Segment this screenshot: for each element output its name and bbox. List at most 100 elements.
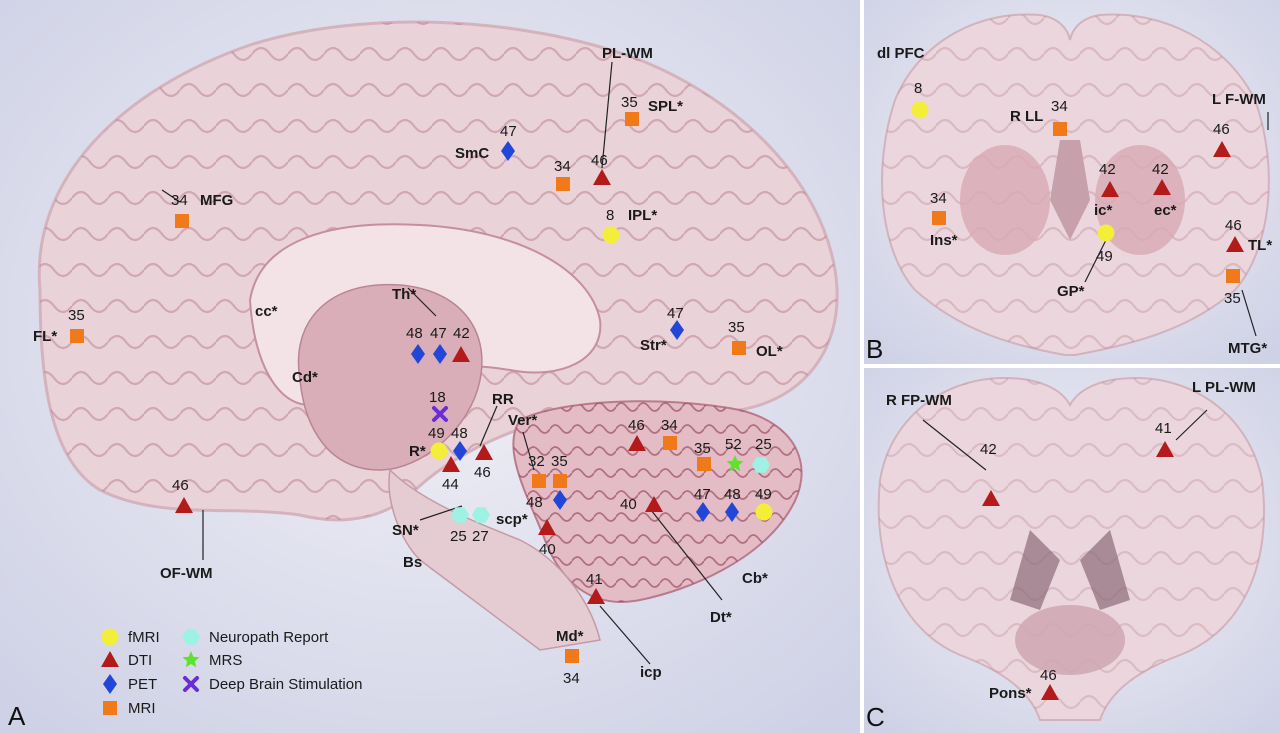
legend-dbs-icon <box>183 676 199 692</box>
num-b-lfwm: 46 <box>1213 121 1230 138</box>
legend-dti-label: DTI <box>128 652 152 669</box>
label-smc: SmC <box>455 145 489 162</box>
label-mfg: MFG <box>200 192 233 209</box>
label-ver: Ver* <box>508 412 537 429</box>
label-str: Str* <box>640 337 667 354</box>
label-l-f-wm: L F-WM <box>1212 91 1266 108</box>
marker-b-mtg-mri <box>1226 269 1240 283</box>
num-a-r-fmri: 49 <box>428 425 445 442</box>
marker-b-dlpfc-fmri <box>911 101 929 119</box>
marker-b-ins-mri <box>932 211 946 225</box>
marker-a-smc-pet <box>501 141 515 161</box>
legend-mri-label: MRI <box>128 700 156 717</box>
num-a-pl-mri: 34 <box>554 158 571 175</box>
label-pl-wm: PL-WM <box>602 45 653 62</box>
num-a-dbs: 18 <box>429 389 446 406</box>
label-dl-pfc: dl PFC <box>877 45 925 62</box>
panel-letter-a: A <box>8 701 26 731</box>
marker-b-rll-mri <box>1053 122 1067 136</box>
legend-mrs-label: MRS <box>209 652 242 669</box>
label-tl: TL* <box>1248 237 1272 254</box>
panel-b-labels: dl PFC R LL L F-WM ic* ec* Ins* TL* GP* … <box>877 45 1272 357</box>
num-a-cb-mri-35: 35 <box>694 440 711 457</box>
legend-dti-icon <box>101 651 119 667</box>
num-a-mfg-mri: 34 <box>171 192 188 209</box>
marker-b-lfwm-dti <box>1213 141 1231 157</box>
num-a-cb-mri-34: 34 <box>661 417 678 434</box>
num-a-of-dti: 46 <box>172 477 189 494</box>
marker-a-r-pet <box>453 441 467 461</box>
num-b-ic: 42 <box>1099 161 1116 178</box>
label-fl: FL* <box>33 328 57 345</box>
label-mtg: MTG* <box>1228 340 1267 357</box>
panel-a-numbers: 47 46 34 35 8 34 35 48 47 42 47 35 18 49… <box>68 94 772 687</box>
num-a-sn-27: 27 <box>472 528 489 545</box>
num-b-ins: 34 <box>930 190 947 207</box>
num-c-rfpwm: 42 <box>980 441 997 458</box>
num-a-th-dti-42: 42 <box>453 325 470 342</box>
marker-c-pons-dti <box>1041 684 1059 700</box>
marker-a-cb-neuro <box>752 457 770 473</box>
label-ins: Ins* <box>930 232 958 249</box>
legend-pet-label: PET <box>128 676 157 693</box>
num-a-sn-25: 25 <box>450 528 467 545</box>
legend-dbs-label: Deep Brain Stimulation <box>209 676 362 693</box>
legend-icons <box>101 628 200 715</box>
label-ipl: IPL* <box>628 207 657 224</box>
label-cd: Cd* <box>292 369 318 386</box>
marker-a-cb-pet-47 <box>696 502 710 522</box>
num-a-cb-fmri: 49 <box>755 486 772 503</box>
num-a-md-dti: 41 <box>586 571 603 588</box>
panel-divider-vertical <box>860 0 864 733</box>
num-a-cb-neuro: 25 <box>755 436 772 453</box>
marker-b-ic-dti <box>1101 181 1119 197</box>
marker-a-th-dti <box>452 346 470 362</box>
label-of-wm: OF-WM <box>160 565 212 582</box>
marker-a-ver-pet <box>553 490 567 510</box>
marker-a-spl-mri <box>625 112 639 126</box>
legend-neuropath-icon <box>182 629 200 645</box>
marker-b-gp-fmri <box>1097 224 1115 242</box>
num-a-dt-dti: 40 <box>620 496 637 513</box>
num-b-ec: 42 <box>1152 161 1169 178</box>
label-ol: OL* <box>756 343 783 360</box>
legend-pet-icon <box>103 674 117 694</box>
num-a-r-pet: 48 <box>451 425 468 442</box>
num-a-fl-mri: 35 <box>68 307 85 324</box>
num-b-rll: 34 <box>1051 98 1068 115</box>
sagittal-brain-section <box>37 20 839 651</box>
label-dt: Dt* <box>710 609 732 626</box>
marker-b-ec-dti <box>1153 179 1171 195</box>
num-a-ol-mri: 35 <box>728 319 745 336</box>
marker-a-mfg-mri <box>175 214 189 228</box>
legend-neuropath-label: Neuropath Report <box>209 629 329 646</box>
marker-a-md-mri <box>565 649 579 663</box>
label-bs: Bs <box>403 554 422 571</box>
marker-a-scp-dti <box>538 519 556 535</box>
panel-a-labels: PL-WM SPL* SmC IPL* MFG cc* Th* FL* Cd* … <box>33 45 783 681</box>
marker-a-ol-mri <box>732 341 746 355</box>
num-c-pons: 46 <box>1040 667 1057 684</box>
label-md: Md* <box>556 628 584 645</box>
marker-b-tl-dti <box>1226 236 1244 252</box>
marker-a-fl-mri <box>70 329 84 343</box>
marker-a-r-fmri <box>430 442 448 460</box>
marker-a-cb-fmri <box>755 503 773 521</box>
marker-a-th-pet-48 <box>411 344 425 364</box>
label-cc: cc* <box>255 303 278 320</box>
label-scp: scp* <box>496 511 528 528</box>
marker-a-cb-mri-35 <box>697 457 711 471</box>
label-th: Th* <box>392 286 416 303</box>
marker-c-rfpwm-dti <box>982 490 1000 506</box>
num-a-cb-pet-47: 47 <box>694 486 711 503</box>
label-ic: ic* <box>1094 202 1113 219</box>
num-a-str-pet: 47 <box>667 305 684 322</box>
num-b-tl: 46 <box>1225 217 1242 234</box>
num-a-scp-dti: 40 <box>539 541 556 558</box>
marker-a-sn-neuro-25 <box>451 507 469 523</box>
num-a-ver-mri-35: 35 <box>551 453 568 470</box>
legend-fmri-label: fMRI <box>128 629 160 646</box>
label-l-pl-wm: L PL-WM <box>1192 379 1256 396</box>
